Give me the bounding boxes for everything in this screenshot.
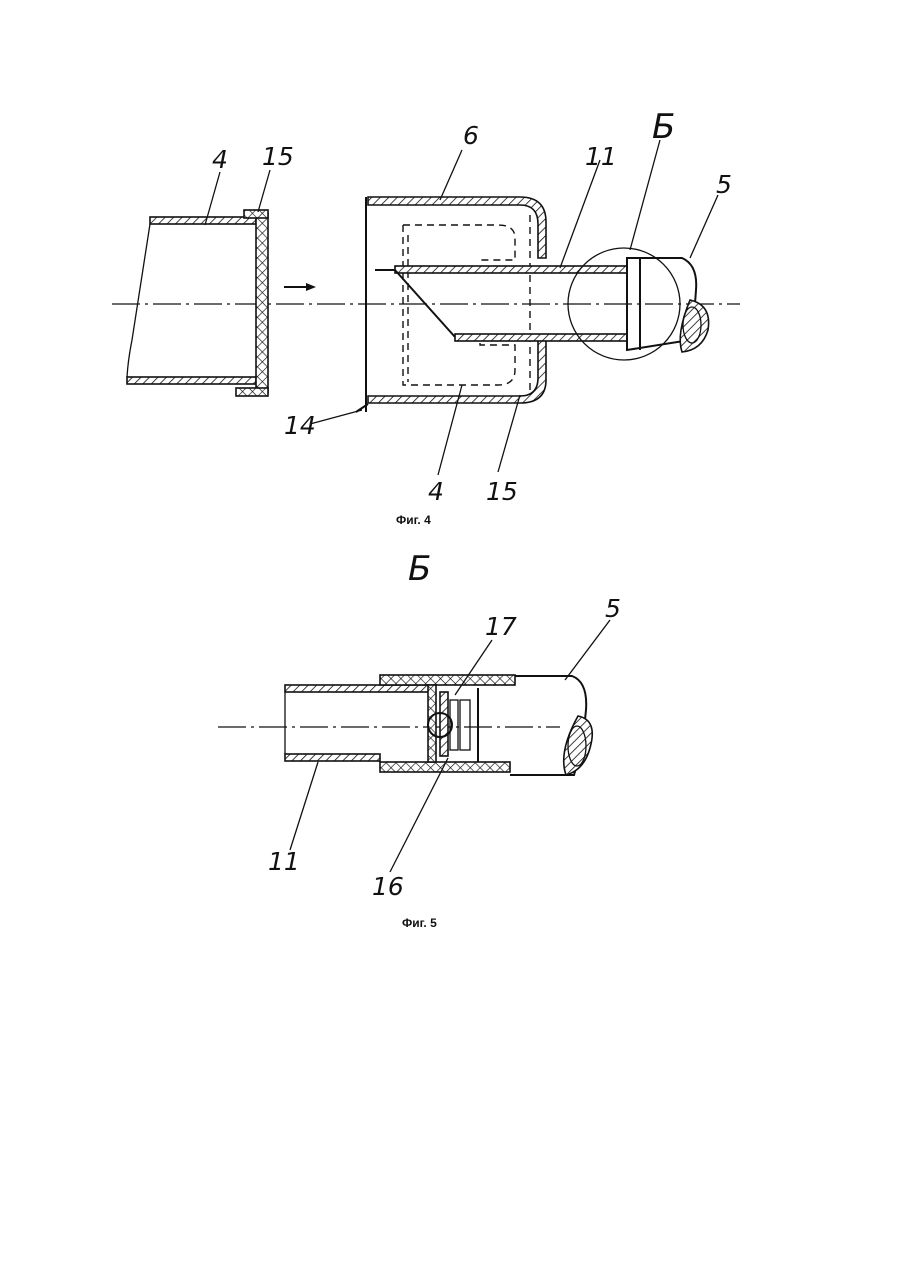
cap-bottom-wall xyxy=(127,377,256,384)
ref-label-b: Б xyxy=(652,107,675,147)
leader-inner-15 xyxy=(498,395,520,472)
leader-valve-16 xyxy=(390,758,448,872)
seal-flange-bottom xyxy=(236,388,268,396)
leader-tube-11-fig5 xyxy=(290,762,318,850)
ref-label-15: 15 xyxy=(262,142,294,171)
leader-edge-14 xyxy=(310,410,362,424)
figure-5: Б 17 5 11 16 Фиг. 5 xyxy=(218,549,621,930)
leader-ring-17 xyxy=(455,640,492,695)
ref-label-4-inner: 4 xyxy=(428,477,444,506)
fig5-tube-bottom-wall xyxy=(285,754,380,761)
tube-top-wall xyxy=(395,266,627,273)
cap-top-wall xyxy=(150,217,256,224)
ref-label-16: 16 xyxy=(372,872,404,901)
fig5-sleeve-wall xyxy=(428,685,436,762)
cap-break-line xyxy=(127,224,150,377)
seal-plate xyxy=(256,213,268,393)
leader-tube-11 xyxy=(560,160,600,268)
tube-bottom-wall xyxy=(455,334,627,341)
figure-5-caption: Фиг. 5 xyxy=(402,916,437,930)
fig5-valve-spring xyxy=(460,700,470,750)
ref-label-14: 14 xyxy=(284,411,316,440)
ref-label-17: 17 xyxy=(485,612,517,641)
fig5-valve-seat xyxy=(440,692,448,756)
ref-label-4: 4 xyxy=(212,145,228,174)
leader-seal-15 xyxy=(258,170,270,212)
fig5-tube-top-wall xyxy=(285,685,435,692)
ref-label-6: 6 xyxy=(463,121,479,150)
figure-4: 4 15 6 11 Б 5 14 4 15 Фиг. 4 xyxy=(112,107,740,527)
leader-housing-6 xyxy=(440,150,462,200)
ref-label-5: 5 xyxy=(716,170,732,199)
end-cap-part xyxy=(127,210,316,396)
ref-label-5-fig5: 5 xyxy=(605,594,621,623)
fig5-sleeve-top xyxy=(380,675,515,685)
seal-flange-top xyxy=(244,210,268,218)
leader-hose-5-fig5 xyxy=(565,620,610,680)
inner-cap-dashed-upper xyxy=(403,225,515,260)
leader-detail-b xyxy=(630,140,660,250)
insertion-arrow-head xyxy=(306,283,316,291)
figure-5-title: Б xyxy=(408,549,431,589)
housing-bottom-wall xyxy=(368,340,546,403)
ref-label-15-inner: 15 xyxy=(486,477,518,506)
inner-cap-dashed-lower xyxy=(403,225,515,385)
ref-label-11-fig5: 11 xyxy=(268,847,300,876)
ref-label-11: 11 xyxy=(585,142,617,171)
figure-4-caption: Фиг. 4 xyxy=(396,513,431,527)
leader-hose-5 xyxy=(690,195,718,258)
housing-top-wall xyxy=(368,197,546,258)
